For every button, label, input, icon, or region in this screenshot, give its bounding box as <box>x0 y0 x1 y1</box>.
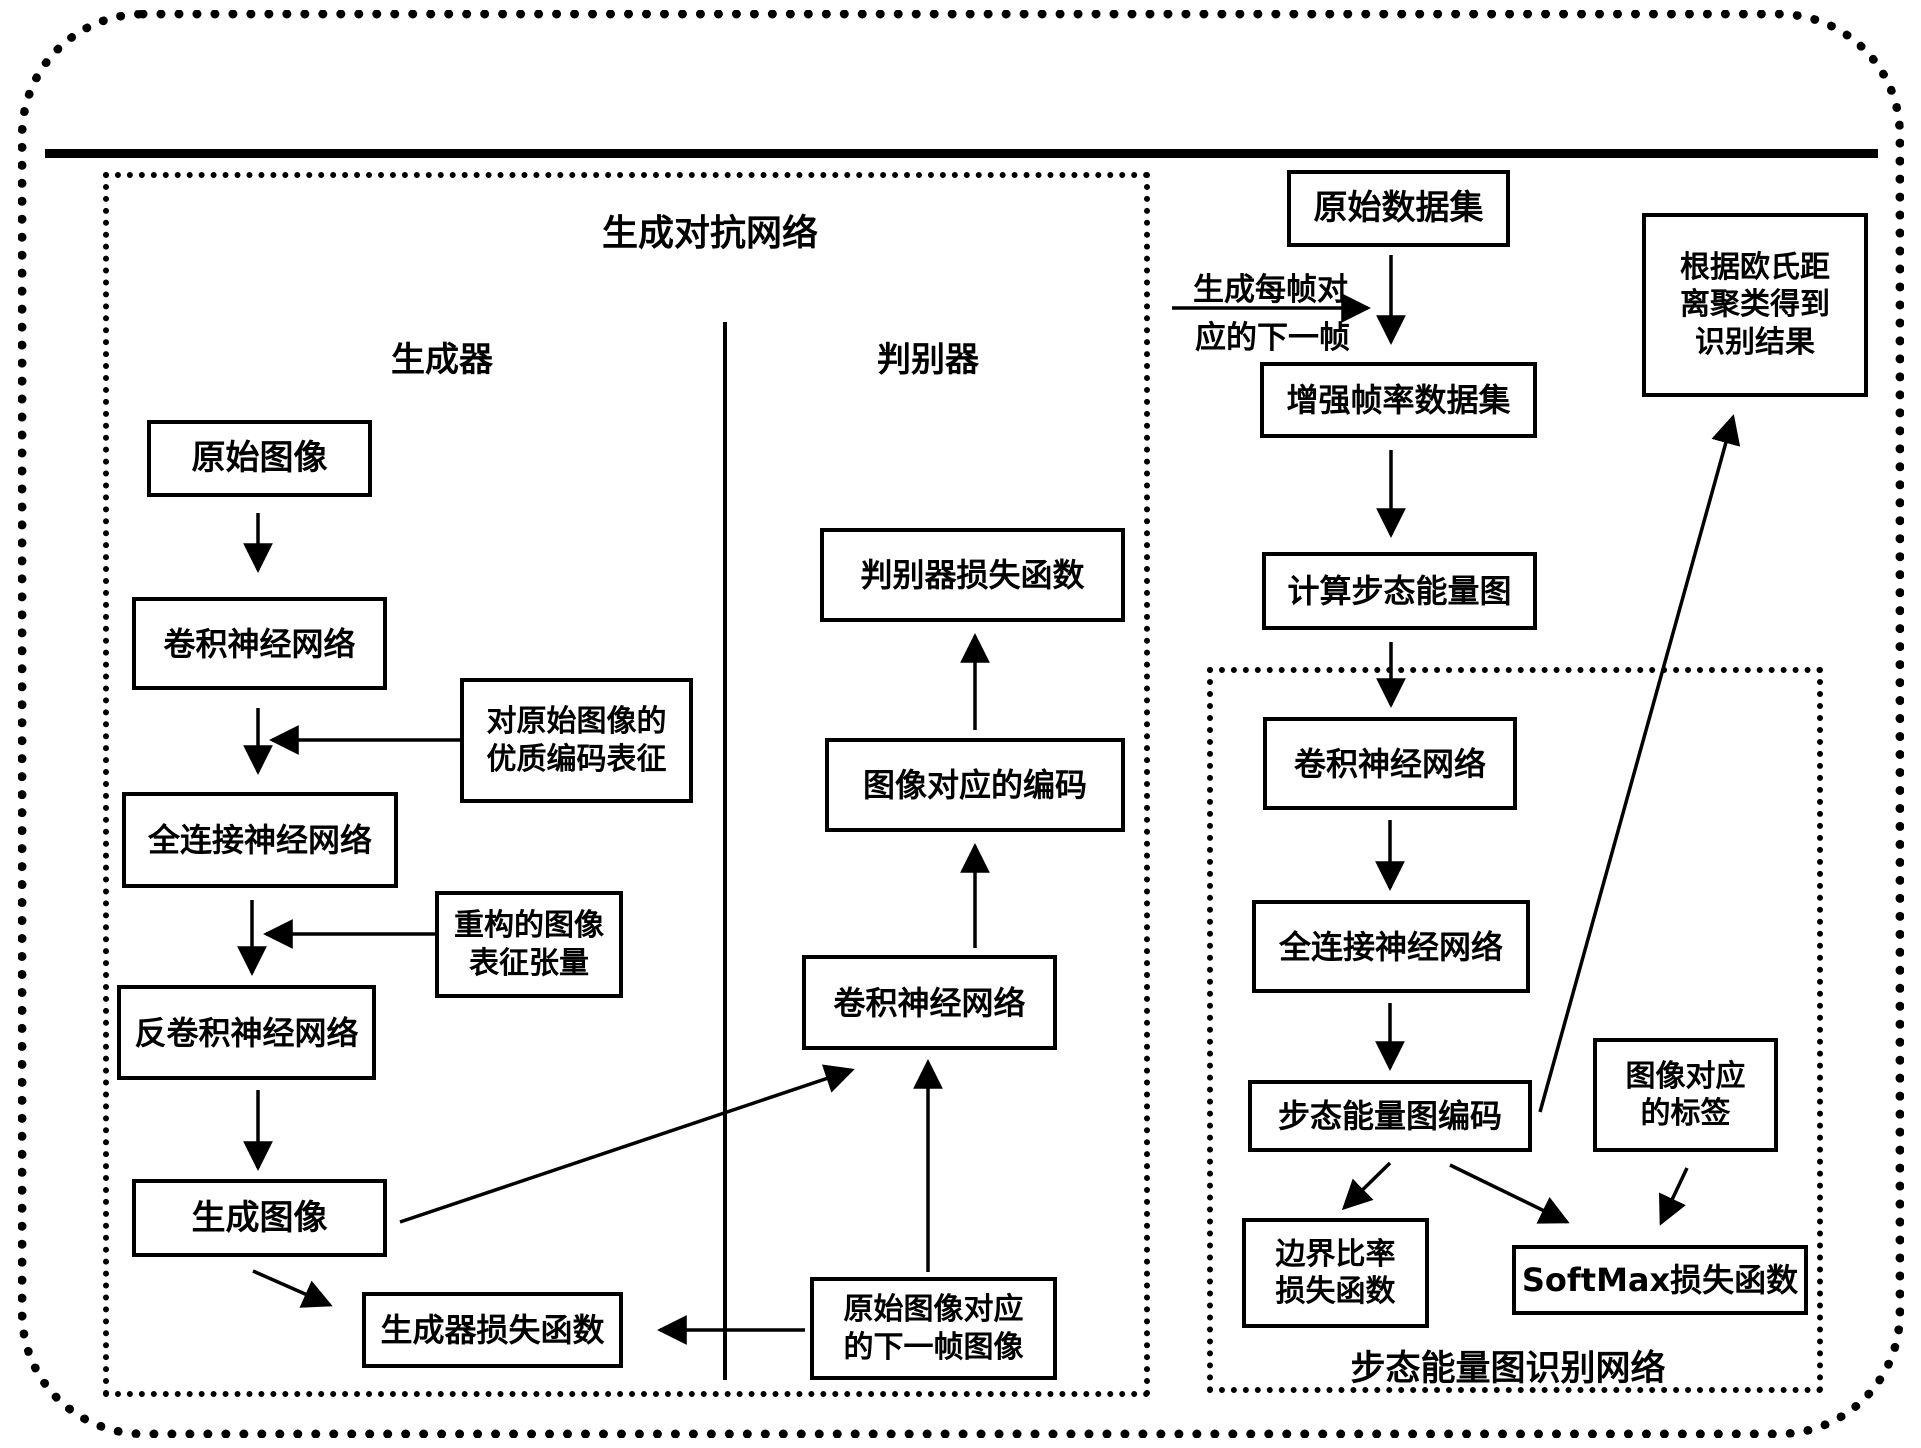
node-image-encoding: 图像对应的编码 <box>825 738 1125 832</box>
node-softmax-loss: SoftMax损失函数 <box>1512 1245 1808 1315</box>
gen-next-frame-label-line2: 应的下一帧 <box>1195 319 1350 356</box>
node-fc-generator: 全连接神经网络 <box>122 792 398 888</box>
generator-column-label: 生成器 <box>391 339 493 380</box>
node-cnn-recognition: 卷积神经网络 <box>1263 717 1517 810</box>
node-enhanced-dataset: 增强帧率数据集 <box>1260 362 1537 438</box>
outer-dotted-border <box>18 10 1904 1438</box>
top-thick-rule <box>45 149 1878 158</box>
node-boundary-ratio-loss: 边界比率 损失函数 <box>1242 1218 1429 1328</box>
node-generator-loss: 生成器损失函数 <box>362 1292 623 1368</box>
discriminator-column-label: 判别器 <box>877 339 979 380</box>
node-reconstructed-tensor: 重构的图像 表征张量 <box>435 891 623 998</box>
node-euclidean-clustering-result: 根据欧氏距 离聚类得到 识别结果 <box>1642 213 1868 397</box>
node-cnn-generator: 卷积神经网络 <box>132 597 387 690</box>
node-deconv-network: 反卷积神经网络 <box>117 985 376 1080</box>
node-image-label: 图像对应 的标签 <box>1593 1038 1778 1152</box>
node-gei-encoding: 步态能量图编码 <box>1248 1080 1532 1152</box>
node-cnn-discriminator: 卷积神经网络 <box>802 955 1057 1050</box>
node-fc-recognition: 全连接神经网络 <box>1252 900 1530 993</box>
gen-next-frame-label-line1: 生成每帧对 <box>1193 271 1348 308</box>
gan-section-title: 生成对抗网络 <box>601 213 818 254</box>
node-original-image: 原始图像 <box>147 420 372 497</box>
node-discriminator-loss: 判别器损失函数 <box>820 528 1125 622</box>
node-encode-representation: 对原始图像的 优质编码表征 <box>460 678 693 803</box>
node-original-dataset: 原始数据集 <box>1287 170 1510 247</box>
gei-recognition-net-label: 步态能量图识别网络 <box>1350 1348 1666 1389</box>
gei-recognition-section-dotted-box <box>1207 667 1823 1393</box>
node-next-frame-image: 原始图像对应 的下一帧图像 <box>810 1277 1057 1380</box>
node-compute-gei: 计算步态能量图 <box>1262 552 1537 630</box>
node-generated-image: 生成图像 <box>132 1179 387 1257</box>
gan-section-dotted-box <box>103 172 1150 1397</box>
